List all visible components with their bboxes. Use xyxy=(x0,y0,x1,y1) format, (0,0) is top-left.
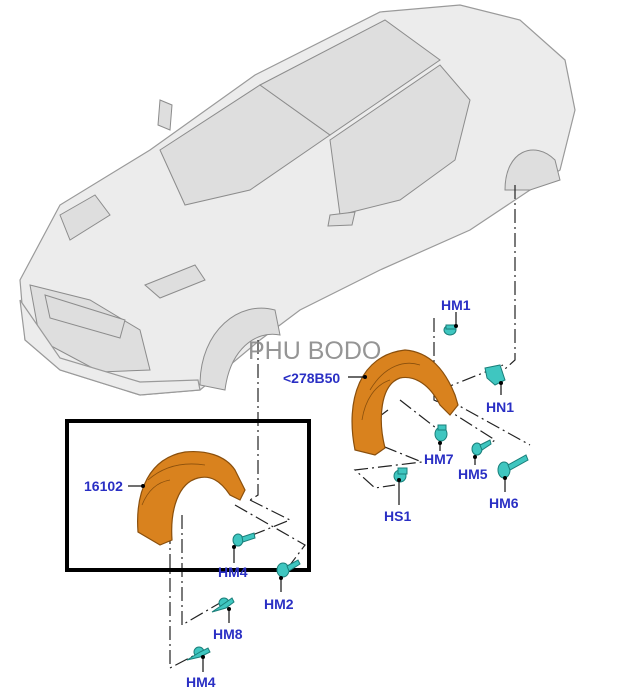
label-hm4-upper[interactable]: HM4 xyxy=(218,564,248,580)
highlight-box xyxy=(65,419,311,572)
clip-hm4-lower[interactable] xyxy=(186,646,211,661)
label-hn1[interactable]: HN1 xyxy=(486,399,514,415)
clip-hm4-upper[interactable] xyxy=(232,532,256,547)
label-hm6[interactable]: HM6 xyxy=(489,495,519,511)
label-rear-liner[interactable]: <278B50 xyxy=(283,370,340,386)
clip-hm7[interactable] xyxy=(434,424,448,442)
leader-lines xyxy=(128,312,507,672)
label-hm4-lower[interactable]: HM4 xyxy=(186,674,216,690)
clip-hm6[interactable] xyxy=(497,454,529,479)
watermark: PHU BODO xyxy=(248,337,381,365)
label-hm5[interactable]: HM5 xyxy=(458,466,488,482)
clip-hm8[interactable] xyxy=(211,597,235,613)
rear-wheelhouse-liner[interactable] xyxy=(351,349,459,456)
clip-hm2[interactable] xyxy=(276,559,301,578)
label-hm8[interactable]: HM8 xyxy=(213,626,243,642)
clip-hs1[interactable] xyxy=(393,467,408,483)
label-hs1[interactable]: HS1 xyxy=(384,508,411,524)
label-hm2[interactable]: HM2 xyxy=(264,596,294,612)
car-body-illustration xyxy=(19,4,576,396)
label-front-liner[interactable]: 16102 xyxy=(84,478,123,494)
label-hm1[interactable]: HM1 xyxy=(441,297,471,313)
label-hm7[interactable]: HM7 xyxy=(424,451,454,467)
clips xyxy=(186,324,529,661)
front-wheelhouse-liner[interactable] xyxy=(137,450,246,546)
clip-hm5[interactable] xyxy=(471,439,492,456)
